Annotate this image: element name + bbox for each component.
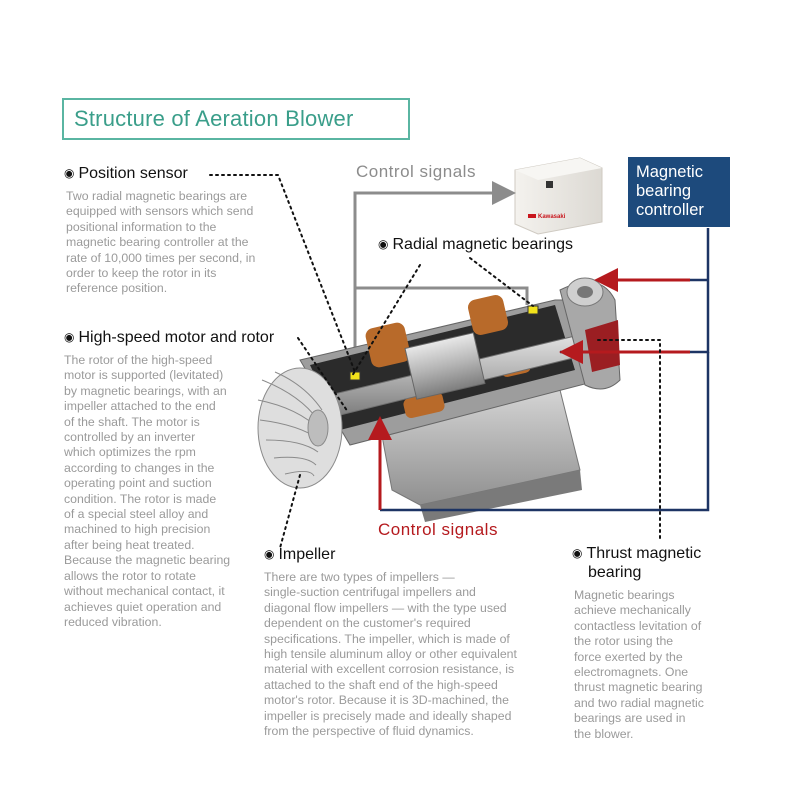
leader-lines bbox=[209, 174, 661, 549]
kawasaki-logo: Kawasaki bbox=[538, 214, 566, 220]
motor-body: The rotor of the high-speed motor is sup… bbox=[64, 353, 230, 630]
body-line: single-suction centrifugal impellers and bbox=[264, 585, 476, 600]
body-line: Two radial magnetic bearings are bbox=[66, 189, 248, 203]
thrust-body: Magnetic bearings achieve mechanically c… bbox=[574, 588, 704, 742]
body-line: There are two types of impellers — bbox=[264, 570, 455, 584]
bullet-icon: ◉ bbox=[264, 547, 275, 561]
body-line: after being heat treated. bbox=[64, 537, 195, 552]
body-line: achieves quiet operation and bbox=[64, 599, 222, 614]
body-line: diagonal flow impellers — with the type … bbox=[264, 600, 507, 615]
body-line: impeller attached to the end bbox=[64, 399, 216, 414]
body-line: Because the magnetic bearing bbox=[64, 553, 231, 568]
position-sensor-title: Position sensor bbox=[78, 165, 188, 182]
radial-bearings-label: ◉Radial magnetic bearings bbox=[378, 236, 573, 254]
body-line: thrust magnetic bearing bbox=[574, 680, 703, 695]
impeller bbox=[257, 367, 343, 489]
impeller-body: There are two types of impellers — singl… bbox=[264, 570, 517, 739]
body-line: Magnetic bearings bbox=[574, 588, 675, 602]
body-line: impeller is precisely made and ideally s… bbox=[264, 708, 512, 723]
position-sensor-heading: ◉Position sensor bbox=[64, 165, 188, 183]
blower-body bbox=[299, 277, 621, 522]
body-line: of a special steel alloy and bbox=[64, 507, 209, 522]
body-line: motor's rotor. Because it is 3D-machined… bbox=[264, 693, 509, 708]
position-sensor-body: Two radial magnetic bearings are equippe… bbox=[66, 189, 255, 297]
control-signal-top-lines bbox=[353, 181, 529, 372]
body-line: attached to the shaft end of the high-sp… bbox=[264, 677, 498, 692]
body-line: reference position. bbox=[66, 281, 168, 296]
impeller-heading: ◉Impeller bbox=[264, 546, 335, 564]
body-line: high tensile aluminum alloy or other equ… bbox=[264, 647, 517, 662]
motor-title: High-speed motor and rotor bbox=[78, 329, 275, 346]
thrust-title-line: Thrust magnetic bbox=[586, 545, 702, 562]
controller-line: bearing bbox=[636, 182, 692, 200]
bullet-icon: ◉ bbox=[64, 330, 75, 344]
body-line: and two radial magnetic bbox=[574, 695, 704, 710]
page-title: Structure of Aeration Blower bbox=[74, 106, 354, 131]
motor-heading: ◉High-speed motor and rotor bbox=[64, 329, 274, 347]
body-line: motor is supported (levitated) bbox=[64, 368, 224, 383]
title-box: Structure of Aeration Blower bbox=[62, 98, 410, 140]
control-signal-bottom-lines bbox=[368, 268, 690, 510]
body-line: rate of 10,000 times per second, in bbox=[66, 250, 256, 265]
body-line: the rotor using the bbox=[574, 634, 674, 649]
body-line: order to keep the rotor in its bbox=[66, 266, 217, 281]
body-line: bearings are used in bbox=[574, 711, 686, 726]
body-line: reduced vibration. bbox=[64, 614, 162, 629]
body-line: electromagnets. One bbox=[574, 665, 689, 680]
body-line: from the perspective of fluid dynamics. bbox=[264, 724, 474, 739]
body-line: The rotor of the high-speed bbox=[64, 353, 213, 367]
body-line: condition. The rotor is made bbox=[64, 491, 217, 506]
body-line: according to changes in the bbox=[64, 460, 215, 475]
body-line: without mechanical contact, it bbox=[64, 584, 225, 599]
body-line: contactless levitation of bbox=[574, 618, 702, 633]
body-line: allows the rotor to rotate bbox=[64, 568, 196, 583]
body-line: of the shaft. The motor is bbox=[64, 414, 200, 429]
body-line: controlled by an inverter bbox=[64, 430, 196, 445]
body-line: material with excellent corrosion resist… bbox=[264, 662, 515, 677]
body-line: specifications. The impeller, which is m… bbox=[264, 631, 510, 646]
magnetic-bearing-controller-box: Magnetic bearing controller bbox=[628, 157, 730, 227]
control-signals-bottom-label: Control signals bbox=[378, 520, 498, 539]
body-line: achieve mechanically bbox=[574, 603, 691, 618]
body-line: machined to high precision bbox=[64, 522, 211, 537]
bullet-icon: ◉ bbox=[64, 166, 75, 180]
impeller-title: Impeller bbox=[278, 546, 336, 563]
body-line: which optimizes the rpm bbox=[64, 445, 196, 460]
controller-cabinet: Kawasaki bbox=[514, 157, 603, 235]
controller-line: controller bbox=[636, 201, 704, 219]
body-line: force exerted by the bbox=[574, 649, 683, 664]
control-signals-top-label: Control signals bbox=[356, 162, 476, 181]
bullet-icon: ◉ bbox=[378, 237, 389, 251]
body-line: equipped with sensors which send bbox=[66, 204, 254, 219]
body-line: by magnetic bearings, with an bbox=[64, 383, 227, 398]
body-line: dependent on the customer's required bbox=[264, 616, 471, 631]
thrust-title-line: bearing bbox=[588, 564, 642, 581]
controller-line: Magnetic bbox=[636, 163, 703, 181]
thrust-heading: ◉Thrust magnetic bearing bbox=[572, 544, 701, 582]
body-line: magnetic bearing controller at the bbox=[66, 235, 249, 250]
body-line: operating point and suction bbox=[64, 476, 212, 491]
body-line: the blower. bbox=[574, 726, 634, 741]
bullet-icon: ◉ bbox=[572, 546, 583, 560]
radial-bearings-text: Radial magnetic bearings bbox=[392, 236, 574, 253]
body-line: positional information to the bbox=[66, 219, 217, 234]
